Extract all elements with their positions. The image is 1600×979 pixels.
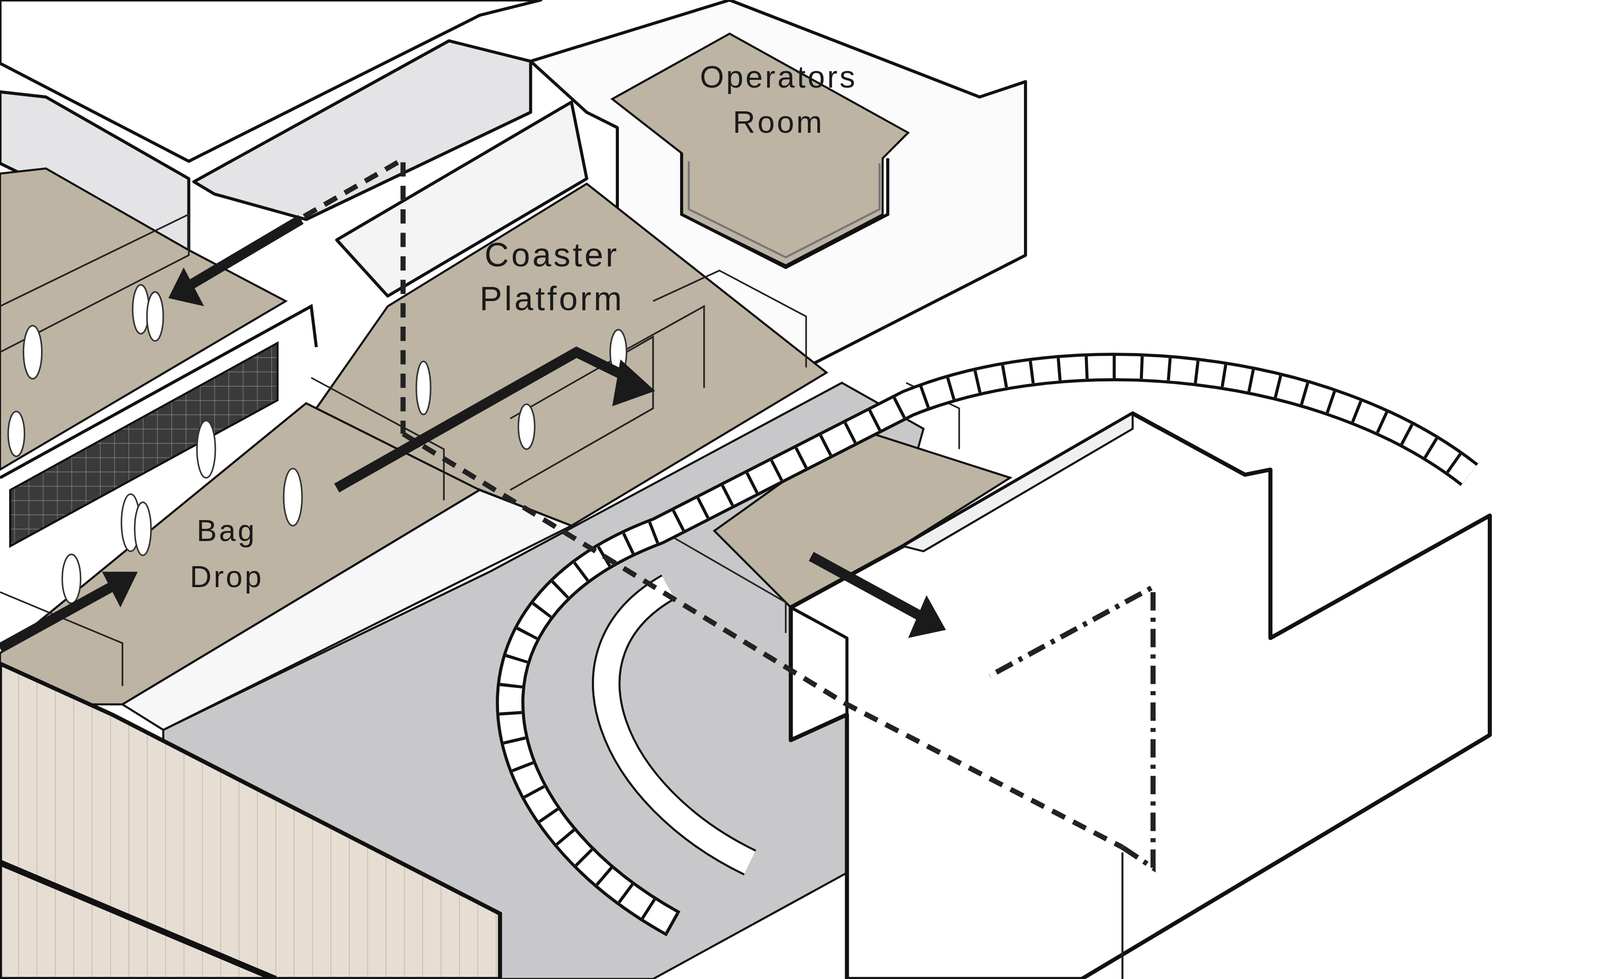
drawing-part: [168, 267, 204, 307]
drawing-part: [0, 581, 121, 649]
drawing-part: [283, 468, 302, 526]
drawing-part: [509, 367, 1470, 925]
drawing-part: [134, 502, 151, 556]
drawing-part: [688, 161, 880, 258]
drawing-part: [908, 595, 946, 639]
drawing-part: [681, 153, 888, 268]
drawing-part: [790, 607, 847, 715]
drawing-part: [509, 367, 1470, 925]
people: [8, 284, 627, 603]
drawing-part: [509, 367, 1470, 925]
facade: [0, 663, 500, 979]
drawing-part: [336, 352, 633, 489]
facade-rail: [0, 862, 276, 979]
drawing-part: [811, 556, 924, 618]
arrowheads: [102, 267, 946, 638]
drawing-part: [62, 554, 81, 603]
drawing-part: [653, 270, 807, 368]
drawing-part: [1121, 852, 1124, 979]
drawing-part: [606, 587, 750, 863]
drawing-part: [23, 325, 42, 379]
coaster-track: [509, 367, 1470, 925]
drawing-part: [403, 433, 1123, 847]
drawing-part: [197, 420, 216, 478]
drawing-part: [518, 404, 536, 449]
room-label: Operators Room: [673, 54, 884, 145]
dashed-lines: [304, 159, 1154, 979]
room-label: Coaster Platform: [437, 233, 666, 321]
drawing-part: [8, 411, 25, 457]
drawing-part: [188, 219, 302, 286]
drawing-part: [606, 587, 750, 863]
drawing-part: [304, 159, 404, 434]
drawing-part: [146, 291, 164, 341]
drawing-part: [612, 33, 909, 266]
drawing-part: [416, 361, 431, 415]
drawing-part: [612, 359, 655, 407]
right-block: [790, 413, 1491, 979]
drawing-part: [790, 413, 1491, 979]
room-label: Bag Drop: [167, 507, 286, 600]
drawing-part: [903, 413, 1133, 551]
flow-arrows: [0, 219, 924, 649]
drawing-part: [989, 587, 1154, 868]
drawing-part: [653, 525, 786, 633]
drawing-part: [102, 571, 138, 608]
operators-window: [681, 153, 888, 268]
